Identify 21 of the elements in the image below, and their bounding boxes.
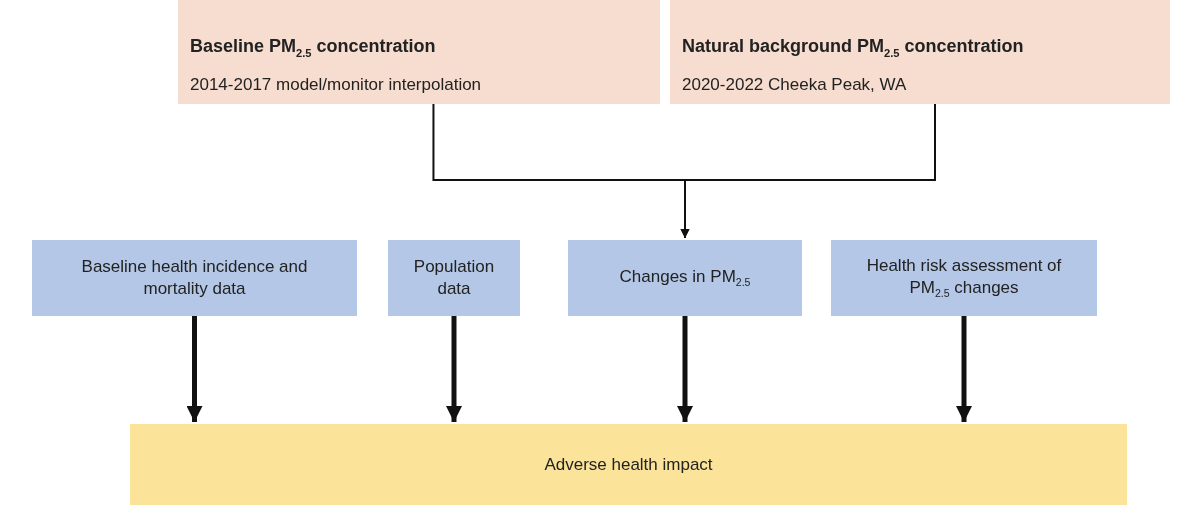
box-label: Health risk assessment of PM$_{2.5}$ changes: [865, 254, 1063, 302]
arrow: [677, 316, 693, 422]
box-text: 2020-2022 Cheeka Peak, WA: [682, 74, 907, 95]
box-heading: Natural background PM$_{2.5}$ concentration: [682, 36, 1024, 59]
arrow: [186, 316, 203, 422]
process-box: [568, 240, 802, 316]
arrow: [956, 316, 972, 422]
process-box: [831, 240, 1097, 316]
input-box: [178, 0, 660, 104]
arrow: [446, 316, 462, 422]
box-text: 2014-2017 model/monitor interpolation: [190, 74, 482, 95]
box-label: Adverse health impact: [544, 454, 713, 475]
box-label: Population data: [412, 255, 496, 300]
process-box: [32, 240, 357, 316]
process-box: [388, 240, 520, 316]
arrow: [680, 103, 936, 239]
result-box: [130, 424, 1127, 505]
box-label: Baseline health incidence and mortality data: [80, 255, 309, 300]
box-heading: Baseline PM$_{2.5}$ concentration: [190, 36, 436, 59]
box-label: Changes in PM$_{2.5}$: [619, 265, 751, 291]
input-box: [670, 0, 1170, 104]
